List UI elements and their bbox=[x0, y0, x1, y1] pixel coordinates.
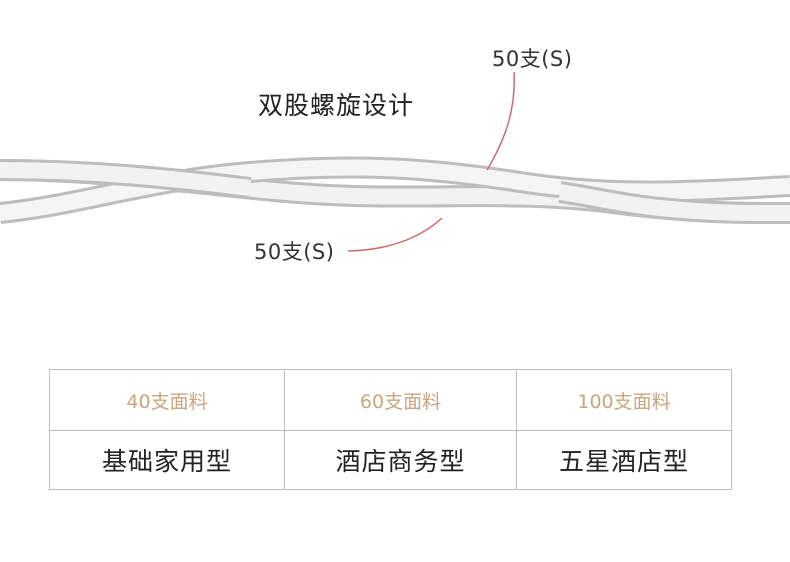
fabric-header-2: 60支面料 bbox=[285, 370, 517, 431]
leader-line-top bbox=[486, 71, 515, 171]
leader-line-bottom bbox=[347, 217, 443, 252]
grade-cell-3: 五星酒店型 bbox=[558, 447, 689, 476]
twisted-yarn-graphic bbox=[0, 71, 790, 252]
grade-cell-1: 基础家用型 bbox=[50, 431, 285, 489]
fabric-header-1: 40支面料 bbox=[50, 370, 285, 431]
fabric-header-3: 100支面料 bbox=[517, 370, 731, 431]
yarn-label-bottom: 50支(S) bbox=[254, 240, 335, 264]
yarn-label-top: 50支(S) bbox=[492, 47, 573, 71]
twisted-yarn-illustration: 双股螺旋设计 50支(S) 50支(S) bbox=[0, 47, 790, 264]
fabric-grade-table: 40支面料 60支面料 100支面料 基础家用型 酒店商务型 五星酒店型 bbox=[49, 369, 732, 490]
grade-cell-2: 酒店商务型 bbox=[285, 431, 517, 489]
page-title: 双股螺旋设计 bbox=[258, 91, 415, 120]
